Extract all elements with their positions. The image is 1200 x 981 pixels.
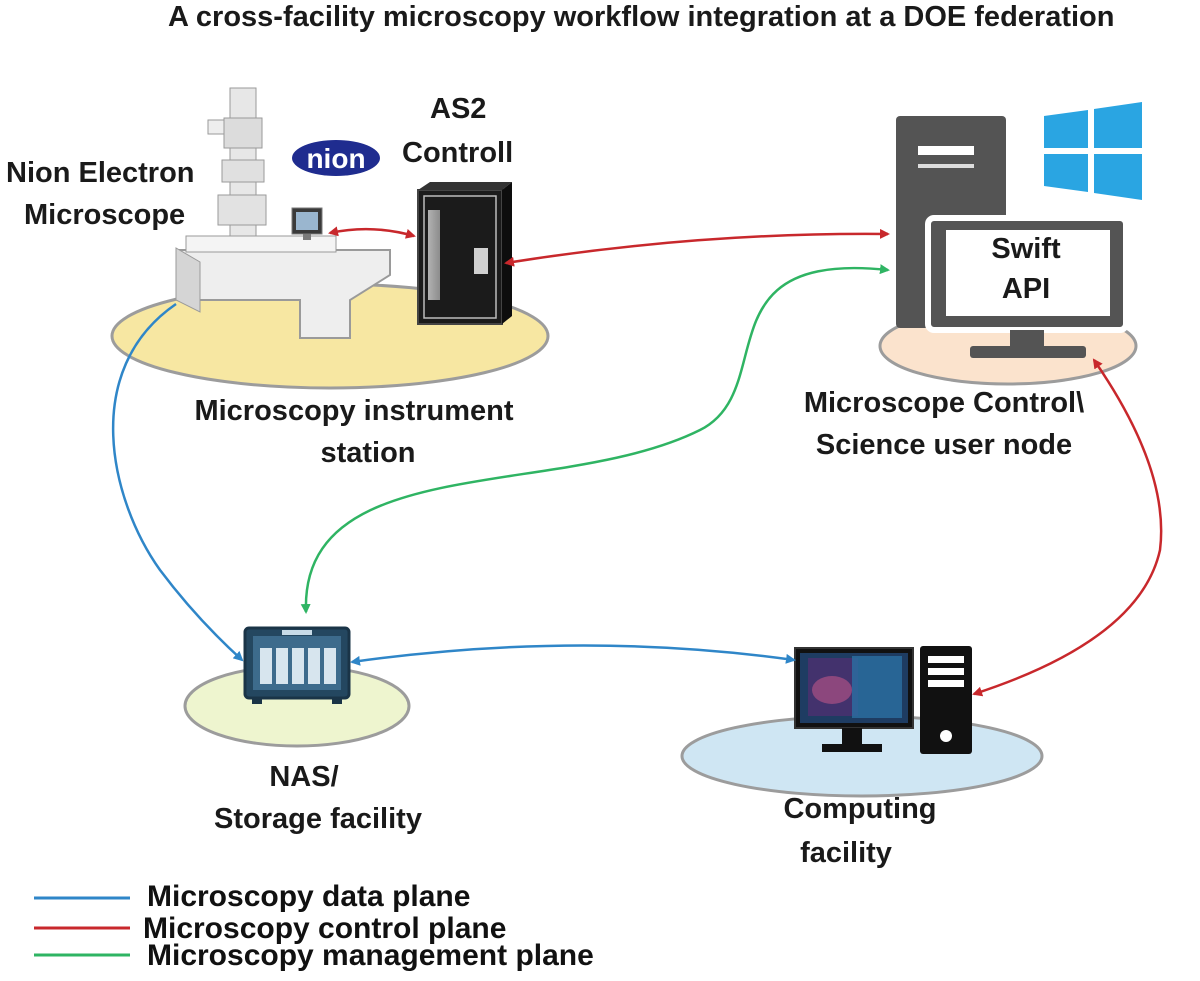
swift-api-line2: API (1002, 273, 1050, 305)
data-link-microscope-nas (111, 302, 244, 662)
control-link-user-node-computing (972, 358, 1163, 697)
nion-logo-text: nion (306, 143, 365, 174)
monitor-icon (925, 215, 1129, 358)
controller-cabinet-icon (417, 182, 512, 325)
instrument-station-label-line2: station (320, 437, 415, 469)
nion-logo (292, 140, 380, 176)
as2-label-line2: Controll (402, 137, 513, 169)
control-link-as2-user-node (504, 228, 890, 267)
legend-label-control-plane: Microscopy control plane (143, 912, 506, 945)
computing-tower-icon (920, 646, 972, 754)
nas-label-line2: Storage facility (214, 803, 422, 835)
swift-api-line1: Swift (991, 233, 1061, 265)
computing-label-line2: facility (800, 837, 892, 869)
instrument-station-label-line1: Microscopy instrument (194, 395, 513, 427)
user-node-label-line2: Science user node (816, 429, 1072, 461)
microscope-label-line2: Microscope (24, 199, 185, 231)
nas-label-line1: NAS/ (269, 761, 338, 793)
control-link-microscope-as2 (328, 226, 416, 239)
legend-label-data-plane: Microscopy data plane (147, 880, 470, 913)
management-link-user-node-nas (300, 264, 890, 614)
legend: Microscopy data plane Microscopy control… (34, 880, 594, 972)
diagram-title: A cross-facility microscopy workflow int… (168, 1, 1114, 33)
nas-storage-icon (243, 626, 351, 704)
data-link-nas-computing (350, 644, 796, 666)
computing-monitor-icon (794, 647, 914, 752)
legend-label-management-plane: Microscopy management plane (147, 939, 594, 972)
windows-logo-icon (1044, 102, 1142, 200)
computing-label-line1: Computing (783, 793, 936, 825)
user-node-label-line1: Microscope Control\ (804, 387, 1084, 419)
microscope-label-line1: Nion Electron (6, 157, 195, 189)
as2-label-line1: AS2 (430, 93, 486, 125)
